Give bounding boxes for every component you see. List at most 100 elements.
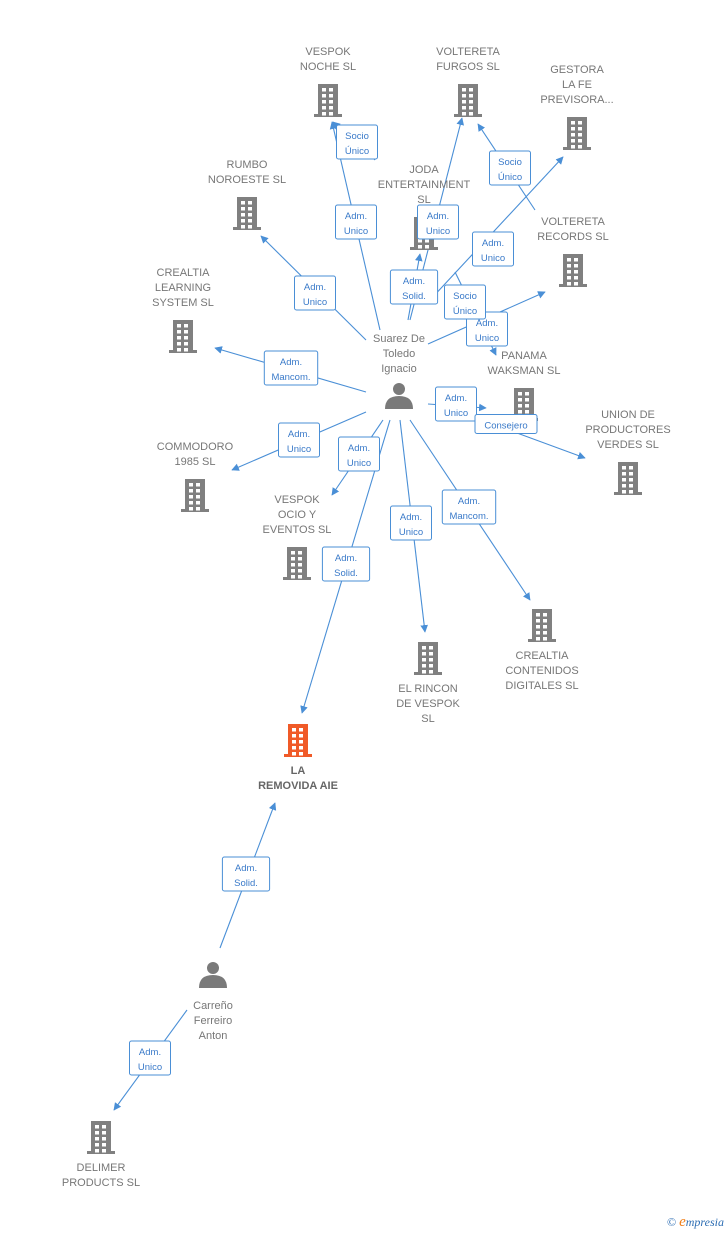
edge-suarez-gestora <box>429 156 564 301</box>
edge-label-box <box>474 414 538 434</box>
node-label-line: Suarez De <box>373 333 425 345</box>
edge-label-suarez-joda[interactable]: Adm. Solid. <box>389 269 439 305</box>
person-icon <box>385 383 413 409</box>
edge-label-text: Adm. <box>427 211 449 222</box>
node-label-line: JODA <box>409 164 439 176</box>
edge-label-box <box>390 505 432 541</box>
edge-label-box <box>338 436 380 472</box>
edge-label-text: Solid. <box>234 878 258 889</box>
edge-label-text: Adm. <box>288 429 310 440</box>
node-label-line: Ignacio <box>381 363 416 375</box>
edge-label-suarez-el_rincon[interactable]: Adm.Unico <box>390 505 432 541</box>
node-label-line: SL <box>417 194 430 206</box>
node-label-line: CREALTIA <box>516 650 570 662</box>
edge-label-text: Unico <box>344 226 368 237</box>
edge-label-box <box>278 422 320 458</box>
edge-label-text: Solid. <box>334 568 358 579</box>
edge-label-text: Adm. <box>235 863 257 874</box>
edge-label-suarez-vespok_ocio[interactable]: Adm.Unico <box>338 436 380 472</box>
building-icon <box>284 724 312 757</box>
edge-label-text: Mancom. <box>271 372 310 383</box>
edge-label-carreno-la_removida[interactable]: Adm. Solid. <box>221 856 271 892</box>
brand-name: mpresia <box>685 1215 724 1229</box>
node-label-line: SYSTEM SL <box>152 297 214 309</box>
edge-label-text: Solid. <box>402 291 426 302</box>
brand-initial: e <box>679 1214 686 1230</box>
node-label-line: CONTENIDOS <box>505 665 578 677</box>
edge-label-text: Unico <box>475 333 499 344</box>
node-label-line: DELIMER <box>77 1162 126 1174</box>
copyright-symbol: © <box>666 1215 677 1229</box>
node-label-line: GESTORA <box>550 64 604 76</box>
edge-label-text: Adm. <box>348 443 370 454</box>
building-icon <box>559 254 587 287</box>
edge-label-box <box>221 856 271 892</box>
edge-label-suarez-crealtia_contenidos[interactable]: Adm.Mancom. <box>441 489 497 525</box>
edge-label-suarez-vespok_noche[interactable]: Adm.Unico <box>335 204 377 240</box>
edge-label-suarez-gestora[interactable]: Adm. Unico <box>472 231 514 267</box>
edge-label-text: Consejero <box>484 421 527 432</box>
node-gestora[interactable]: GESTORA LA FE PREVISORA... <box>540 64 614 150</box>
edge-label-carreno-delimer[interactable]: Adm. Unico <box>129 1040 171 1076</box>
edge-label-text: Unico <box>426 226 450 237</box>
edge-label-suarez-commodoro[interactable]: Adm.Unico <box>278 422 320 458</box>
edge-label-text: Unico <box>481 253 505 264</box>
node-label-line: NOROESTE SL <box>208 174 286 186</box>
edge-label-text: Unico <box>303 297 327 308</box>
empresia-watermark[interactable]: © empresia <box>667 1214 724 1231</box>
edge-label-suarez-crealtia_learning[interactable]: Adm.Mancom. <box>263 350 319 386</box>
edge-label-text: Unico <box>138 1062 162 1073</box>
node-label-line: WAKSMAN SL <box>488 365 561 377</box>
edge-label-text: Adm. <box>304 282 326 293</box>
edge-label-text: Socio <box>498 157 522 168</box>
edge-label-box <box>441 489 497 525</box>
node-label-line: Toledo <box>383 348 415 360</box>
edge-label-text: Adm. <box>403 276 425 287</box>
edge-label-suarez-la_removida[interactable]: Adm.Solid. <box>321 546 371 582</box>
node-label-line: VERDES SL <box>597 439 659 451</box>
edge-label-text: Adm. <box>458 496 480 507</box>
node-label-line: PREVISORA... <box>540 94 613 106</box>
edge-label-text: Adm. <box>139 1047 161 1058</box>
edge-label-suarez-voltereta_records[interactable]: Adm.Unico <box>466 311 508 347</box>
node-label-line: Anton <box>199 1030 228 1042</box>
node-label-line: OCIO Y <box>278 509 317 521</box>
edge-label-text: Socio <box>453 291 477 302</box>
building-icon <box>169 320 197 353</box>
edge-label-box <box>489 150 531 186</box>
person-icon <box>199 962 227 988</box>
edge-label-suarez-voltereta_furgos[interactable]: Adm. Unico <box>417 204 459 240</box>
edge-label-suarez-panama[interactable]: Adm.Unico <box>435 386 477 422</box>
node-label-line: NOCHE SL <box>300 61 356 73</box>
edge-label-box <box>417 204 459 240</box>
node-label-line: LA FE <box>562 79 592 91</box>
edge-label-text: Adm. <box>482 238 504 249</box>
node-label-line: VOLTERETA <box>541 216 605 228</box>
node-label-line: DE VESPOK <box>396 698 460 710</box>
edge-label-suarez-rumbo[interactable]: Adm. Unico <box>294 275 336 311</box>
edge-label-box <box>263 350 319 386</box>
edge-label-box <box>435 386 477 422</box>
edge-label-suarez-union[interactable]: Consejero <box>474 414 538 434</box>
